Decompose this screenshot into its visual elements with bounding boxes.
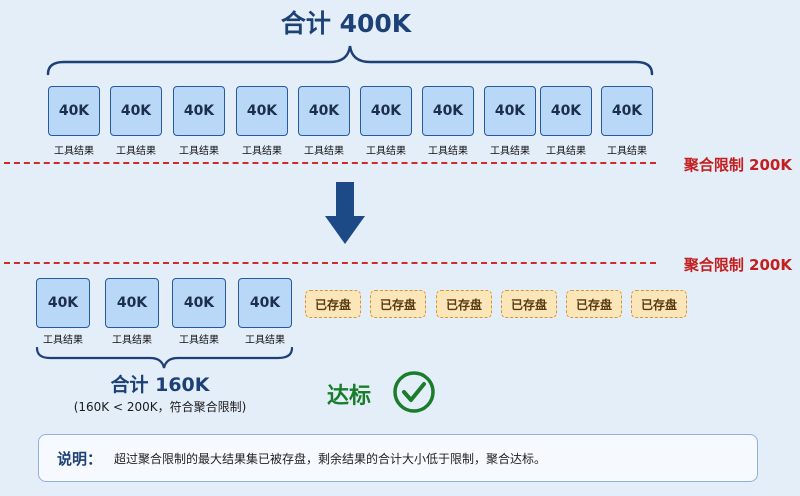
top-result-box: 40K (110, 86, 162, 136)
bottom-result-box: 40K (105, 278, 159, 328)
top-result-caption: 工具结果 (366, 146, 406, 157)
bottom-total-title: 合计 160K (110, 374, 210, 396)
top-result-box: 40K (484, 86, 536, 136)
explanation-label: 说明： (57, 449, 103, 468)
bottom-result-box: 40K (172, 278, 226, 328)
top-result-box: 40K (236, 86, 288, 136)
stored-result-box: 已存盘 (370, 290, 426, 318)
stored-result-box: 已存盘 (305, 290, 361, 318)
stored-result-box: 已存盘 (436, 290, 492, 318)
top-result-caption: 工具结果 (428, 146, 468, 157)
pass-status: 达标 (327, 384, 372, 409)
top-result-caption: 工具结果 (546, 146, 586, 157)
limit-label-bottom: 聚合限制 200K (683, 256, 792, 274)
top-result-box: 40K (360, 86, 412, 136)
top-result-box: 40K (540, 86, 592, 136)
bottom-result-caption: 工具结果 (112, 335, 152, 346)
top-result-caption: 工具结果 (116, 146, 156, 157)
top-result-caption: 工具结果 (242, 146, 282, 157)
top-total-title: 合计 400K (280, 9, 412, 38)
top-result-box: 40K (48, 86, 100, 136)
stored-result-box: 已存盘 (566, 290, 622, 318)
top-result-box: 40K (173, 86, 225, 136)
explanation-text: 超过聚合限制的最大结果集已被存盘，剩余结果的合计大小低于限制，聚合达标。 (114, 451, 547, 466)
bottom-result-caption: 工具结果 (179, 335, 219, 346)
stored-result-box: 已存盘 (631, 290, 687, 318)
bottom-result-box: 40K (36, 278, 90, 328)
top-result-box: 40K (422, 86, 474, 136)
top-result-box: 40K (601, 86, 653, 136)
bottom-total-note: (160K < 200K，符合聚合限制) (73, 400, 247, 414)
bottom-result-caption: 工具结果 (245, 335, 285, 346)
check-circle-icon (393, 371, 435, 413)
limit-line-bottom (4, 262, 656, 264)
top-brace (46, 45, 654, 76)
bottom-result-box: 40K (238, 278, 292, 328)
top-result-box: 40K (298, 86, 350, 136)
top-result-caption: 工具结果 (607, 146, 647, 157)
bottom-result-caption: 工具结果 (43, 335, 83, 346)
bottom-brace (35, 346, 294, 369)
explanation-panel: 说明： 超过聚合限制的最大结果集已被存盘，剩余结果的合计大小低于限制，聚合达标。 (38, 434, 758, 482)
top-result-caption: 工具结果 (54, 146, 94, 157)
down-arrow-icon (325, 182, 365, 244)
top-result-caption: 工具结果 (179, 146, 219, 157)
limit-label-top: 聚合限制 200K (683, 156, 792, 174)
top-result-caption: 工具结果 (490, 146, 530, 157)
limit-line-top (4, 162, 656, 164)
stored-result-box: 已存盘 (501, 290, 557, 318)
top-result-caption: 工具结果 (304, 146, 344, 157)
